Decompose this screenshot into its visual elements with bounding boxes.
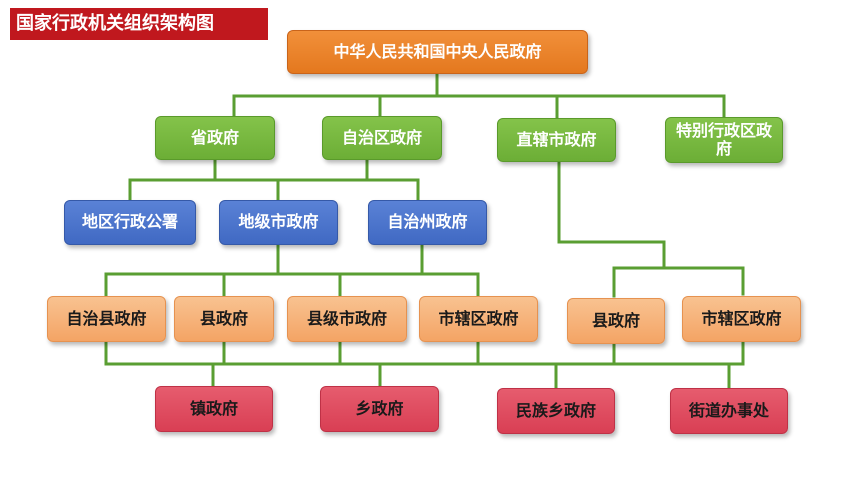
connector-counties-to-townships: [104, 340, 745, 390]
node-sar-government: 特别行政区政府: [665, 117, 783, 163]
chart-title: 国家行政机关组织架构图: [10, 8, 268, 40]
node-county-government-2: 县政府: [567, 298, 665, 344]
node-province-government: 省政府: [155, 116, 275, 160]
connector-central-to-provinces: [232, 72, 726, 122]
node-town-government: 镇政府: [155, 386, 273, 432]
node-county-government-1: 县政府: [174, 296, 274, 342]
node-prefecture-office: 地区行政公署: [64, 200, 196, 245]
node-ethnic-township-government: 民族乡政府: [497, 388, 615, 434]
node-autonomous-region-government: 自治区政府: [322, 116, 442, 160]
node-central-government: 中华人民共和国中央人民政府: [287, 30, 588, 74]
node-county-city-government: 县级市政府: [287, 296, 407, 342]
node-township-government: 乡政府: [320, 386, 439, 432]
connector-provinces-to-prefectures: [128, 158, 420, 202]
node-city-district-government-2: 市辖区政府: [682, 296, 801, 342]
node-prefecture-city-government: 地级市政府: [219, 200, 338, 245]
node-subdistrict-office: 街道办事处: [670, 388, 788, 434]
node-city-district-government-1: 市辖区政府: [419, 296, 538, 342]
connector-municipality-to-counties: [557, 160, 745, 298]
connector-prefectures-to-counties: [104, 244, 480, 298]
node-autonomous-county-government: 自治县政府: [47, 296, 166, 342]
node-municipality-government: 直辖市政府: [497, 118, 616, 162]
node-autonomous-prefecture-government: 自治州政府: [368, 200, 487, 245]
